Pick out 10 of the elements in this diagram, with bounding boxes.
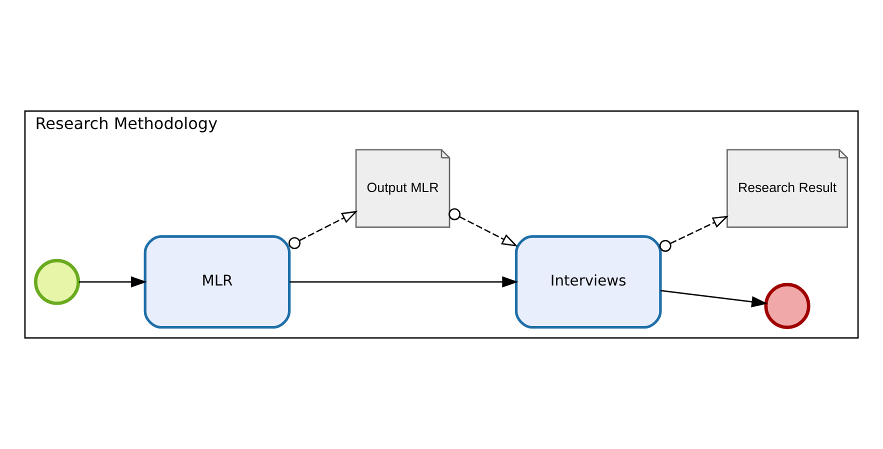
node-circle <box>34 258 80 305</box>
node-circle <box>764 282 810 329</box>
arrow <box>660 290 768 308</box>
arrow <box>448 208 518 247</box>
arrow <box>288 210 358 250</box>
node-box: Interviews <box>514 235 662 329</box>
node-box: MLR <box>144 235 291 329</box>
arrow <box>290 276 518 288</box>
arrow <box>659 216 729 252</box>
arrow <box>78 276 147 288</box>
